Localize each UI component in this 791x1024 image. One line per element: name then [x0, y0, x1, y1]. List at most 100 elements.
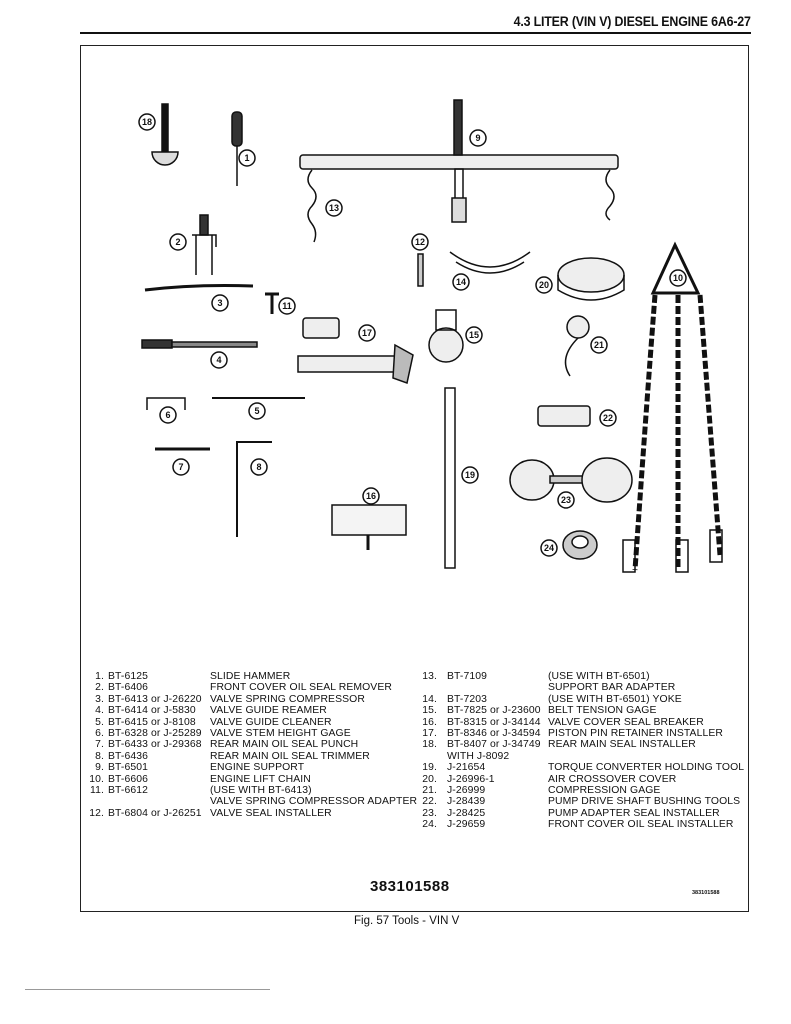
item-number: 6.: [95, 727, 104, 739]
tool-description: BELT TENSION GAGE: [548, 705, 657, 717]
callout-number: 9: [475, 133, 480, 143]
part-number: BT-6328 or J-25289: [108, 727, 202, 739]
tool-description: TORQUE CONVERTER HOLDING TOOL: [548, 762, 745, 774]
tool-description: VALVE GUIDE REAMER: [210, 705, 327, 717]
item-number: 1.: [95, 671, 104, 682]
tool-list-item: 6. BT-6328 or J-25289 VALVE STEM HEIGHT GA…: [80, 728, 420, 739]
callout-circle: [211, 294, 229, 312]
tool-pump-adapter-seal-installer: [509, 457, 633, 503]
item-number: 4.: [95, 705, 104, 717]
item-number: 21.: [422, 784, 437, 796]
callout-number: 14: [456, 277, 466, 287]
item-number: 20.: [422, 773, 437, 785]
callout-number: 3: [217, 298, 222, 308]
item-number: 22.: [422, 796, 437, 808]
tool-list-item: 1. BT-6125 SLIDE HAMMER: [80, 671, 420, 682]
part-number: J-26999: [447, 784, 486, 796]
tool-list-item: 19. J-21654 TORQUE CONVERTER HOLDING TOOL: [413, 762, 753, 773]
callout-number: 16: [366, 491, 376, 501]
tool-valve-cover-seal-breaker: [331, 504, 407, 550]
callout-circle: [540, 539, 558, 557]
callout-number: 2: [175, 237, 180, 247]
part-number: BT-6433 or J-29368: [108, 739, 202, 751]
part-number: BT-6125: [108, 671, 148, 682]
callout-circle: [172, 458, 190, 476]
callout-circle: [669, 269, 687, 287]
callout-number: 12: [415, 237, 425, 247]
callout-circle: [590, 336, 608, 354]
tool-list-item: WITH J-8092: [413, 751, 753, 762]
tool-list-item: 11. BT-6612 (USE WITH BT-6413): [80, 785, 420, 796]
tool-description: PUMP ADAPTER SEAL INSTALLER: [548, 807, 720, 819]
item-number: 7.: [95, 739, 104, 751]
tool-description: (USE WITH BT-6413): [210, 784, 312, 796]
item-number: 14.: [422, 693, 437, 705]
part-number: BT-6612: [108, 784, 148, 796]
part-number: J-28439: [447, 796, 486, 808]
part-number: BT-6804 or J-26251: [108, 807, 202, 819]
tool-description: (USE WITH BT-6501): [548, 671, 650, 682]
callout-circle: [362, 487, 380, 505]
item-number: 10.: [89, 773, 104, 785]
tool-yoke: [449, 251, 531, 274]
part-number: J-26996-1: [447, 773, 495, 785]
tool-slide-hammer: [231, 111, 243, 186]
tool-valve-guide-reamer: [141, 339, 258, 349]
callout-circle: [138, 113, 156, 131]
tool-pump-drive-shaft-bushing-tools: [537, 405, 591, 427]
callout-number: 18: [142, 117, 152, 127]
callout-circle: [599, 409, 617, 427]
tool-engine-lift-chain: [622, 241, 723, 573]
tool-description: FRONT COVER OIL SEAL INSTALLER: [548, 819, 734, 831]
tool-support-bar-adapter: [307, 169, 615, 243]
page-header: 4.3 LITER (VIN V) DIESEL ENGINE 6A6-27: [513, 14, 751, 29]
part-number: BT-8315 or J-34144: [447, 716, 541, 728]
part-number-note: WITH J-8092: [447, 750, 510, 762]
callout-number: 15: [469, 330, 479, 340]
callout-number: 21: [594, 340, 604, 350]
callout-number: 22: [603, 413, 613, 423]
header-rule: [80, 32, 751, 34]
callout-circle: [535, 276, 553, 294]
item-number: 11.: [90, 784, 104, 796]
tool-description: VALVE SPRING COMPRESSOR: [210, 693, 365, 705]
item-number: 5.: [95, 716, 104, 728]
tool-compression-gage: [564, 315, 590, 377]
item-number: 16.: [422, 716, 437, 728]
item-number: 23.: [422, 807, 437, 819]
part-number: BT-7203: [447, 693, 487, 705]
part-number: BT-6436: [108, 750, 148, 762]
callout-circle: [169, 233, 187, 251]
callout-circle: [452, 273, 470, 291]
callout-number: 8: [256, 462, 261, 472]
part-number: BT-6413 or J-26220: [108, 693, 202, 705]
tool-torque-converter-holding-tool: [444, 387, 456, 569]
part-number: J-21654: [447, 762, 486, 774]
callout-number: 23: [561, 495, 571, 505]
item-number: 19.: [422, 762, 437, 774]
tool-description: SLIDE HAMMER: [210, 671, 291, 682]
callout-circle: [210, 351, 228, 369]
part-number: BT-8407 or J-34749: [447, 739, 541, 751]
tools-list-right: 13.BT-7109(USE WITH BT-6501)SUPPORT BAR …: [413, 671, 753, 830]
callout-circle: [358, 324, 376, 342]
tool-description: VALVE SEAL INSTALLER: [210, 807, 332, 819]
callout-number: 10: [673, 273, 683, 283]
tool-description: SUPPORT BAR ADAPTER: [548, 682, 676, 694]
tool-list-item: SUPPORT BAR ADAPTER: [413, 682, 753, 693]
tool-description: REAR MAIN OIL SEAL TRIMMER: [210, 750, 370, 762]
tool-description: VALVE STEM HEIGHT GAGE: [210, 727, 351, 739]
tool-engine-support: [299, 99, 619, 223]
callout-number: 1: [244, 153, 249, 163]
